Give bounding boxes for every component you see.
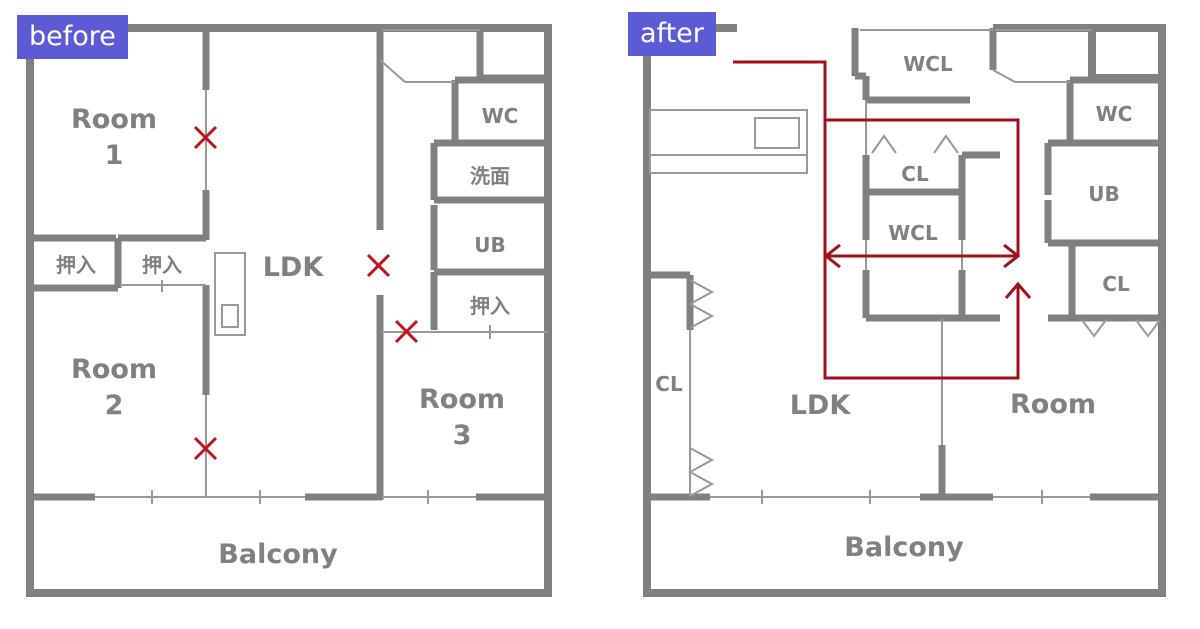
before-closet-label: 押入 (56, 253, 96, 277)
before-room3-number: 3 (453, 420, 472, 451)
removed-mark-room3-side (366, 253, 391, 278)
after-balcony-label: Balcony (844, 532, 964, 563)
route-from-entrance (733, 60, 827, 290)
route-arrowhead-left (823, 243, 841, 269)
after-outer-walls (643, 24, 1166, 597)
before-balcony-label: Balcony (218, 539, 338, 570)
before-wc-label: WC (482, 104, 519, 128)
removed-mark-room1 (193, 125, 218, 150)
route-to-room (823, 285, 1020, 380)
circulation-route (733, 60, 1032, 380)
before-room1-number: 1 (105, 140, 124, 171)
after-thin-lines (649, 29, 1161, 504)
removed-mark-room2 (193, 436, 218, 461)
route-arrowhead-right (1003, 243, 1021, 269)
removed-wall-marks (193, 125, 419, 461)
before-plan: Room 1 Room 2 Room 3 LDK Balcony WC 洗面 U… (26, 24, 552, 597)
before-ldk-label: LDK (263, 252, 325, 283)
route-arrowhead-up (1004, 281, 1032, 299)
after-wc-label: WC (1096, 102, 1133, 126)
before-room3-label: Room (419, 384, 505, 415)
before-interior-walls (30, 24, 552, 501)
before-closet-label: 押入 (470, 294, 510, 318)
before-tag: before (17, 15, 128, 59)
after-room-label: Room (1010, 389, 1096, 420)
after-ub-label: UB (1088, 182, 1119, 206)
removed-mark-room3-top (394, 319, 419, 344)
after-interior-walls (647, 28, 1162, 501)
before-outer-walls (26, 24, 552, 597)
before-room1-label: Room (71, 104, 157, 135)
before-thin-lines (95, 29, 548, 504)
after-cl-left-label: CL (655, 372, 683, 396)
after-cl-center-label: CL (901, 162, 929, 186)
route-loop (825, 118, 1020, 255)
before-ub-label: UB (474, 233, 505, 257)
after-cl-right-label: CL (1102, 272, 1130, 296)
after-tag: after (628, 12, 716, 56)
before-room2-number: 2 (105, 390, 124, 421)
after-ldk-label: LDK (790, 390, 852, 421)
after-wcl-center-label: WCL (888, 221, 938, 245)
before-closet-label: 押入 (142, 253, 182, 277)
before-washroom-label: 洗面 (470, 164, 510, 188)
after-wcl-top-label: WCL (903, 52, 953, 76)
after-plan: WCL CL WCL WC UB CL CL LDK Room Balcony (643, 24, 1166, 597)
before-room2-label: Room (71, 354, 157, 385)
